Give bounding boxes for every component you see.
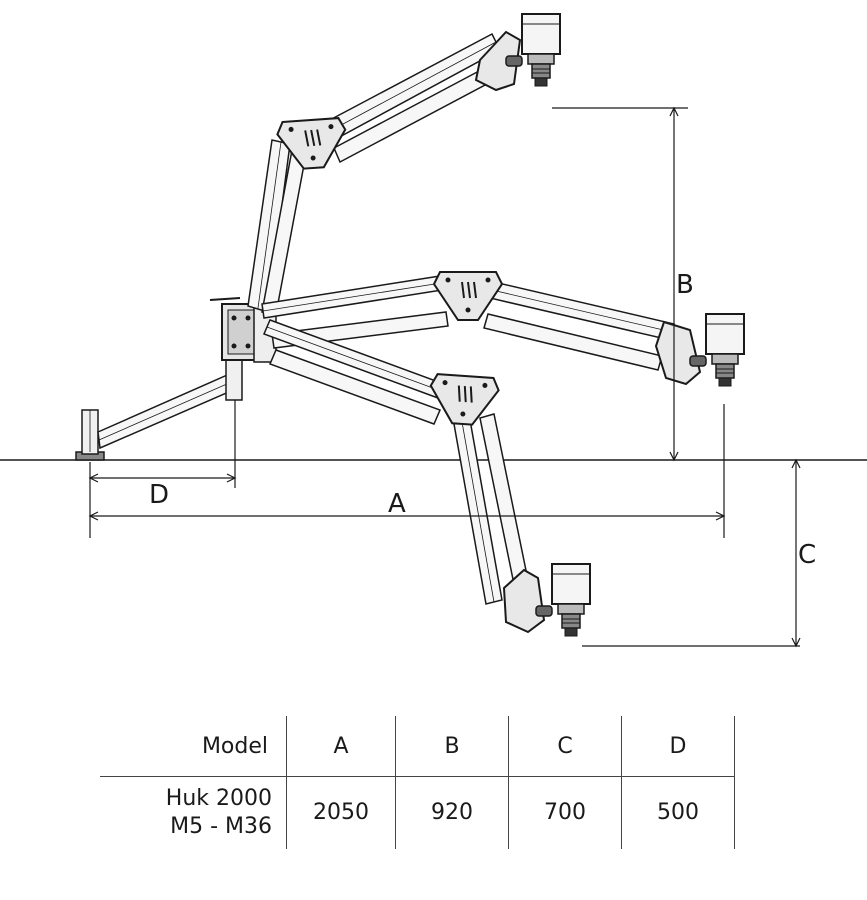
header-model: Model <box>100 716 287 777</box>
cell-a: 2050 <box>286 776 396 849</box>
base-foot <box>75 409 105 461</box>
table-row: Huk 2000 M5 - M36 2050 920 700 500 <box>100 776 735 849</box>
spec-table-header-row: Model A B C D <box>100 716 735 777</box>
dimension-label-d: D <box>149 480 169 510</box>
dimension-lines <box>88 106 801 648</box>
arm-upper-position <box>247 13 561 315</box>
cell-b: 920 <box>395 776 509 849</box>
tapping-arm-diagram: D A B C <box>0 13 867 648</box>
cell-c: 700 <box>508 776 622 849</box>
dimension-label-a: A <box>388 489 406 519</box>
header-a: A <box>286 716 396 777</box>
model-name: Huk 2000 <box>165 786 272 811</box>
dimension-label-b: B <box>676 270 694 300</box>
dimension-label-c: C <box>798 540 816 570</box>
cell-model: Huk 2000 M5 - M36 <box>100 776 287 849</box>
model-range: M5 - M36 <box>170 814 272 839</box>
header-d: D <box>621 716 735 777</box>
header-c: C <box>508 716 622 777</box>
header-b: B <box>395 716 509 777</box>
base-arm <box>97 370 239 450</box>
spec-table: Model A B C D Huk 2000 M5 - M36 2050 920… <box>100 716 735 849</box>
cell-d: 500 <box>621 776 735 849</box>
arm-middle-position <box>261 271 745 387</box>
arm-lower-position <box>262 319 591 637</box>
